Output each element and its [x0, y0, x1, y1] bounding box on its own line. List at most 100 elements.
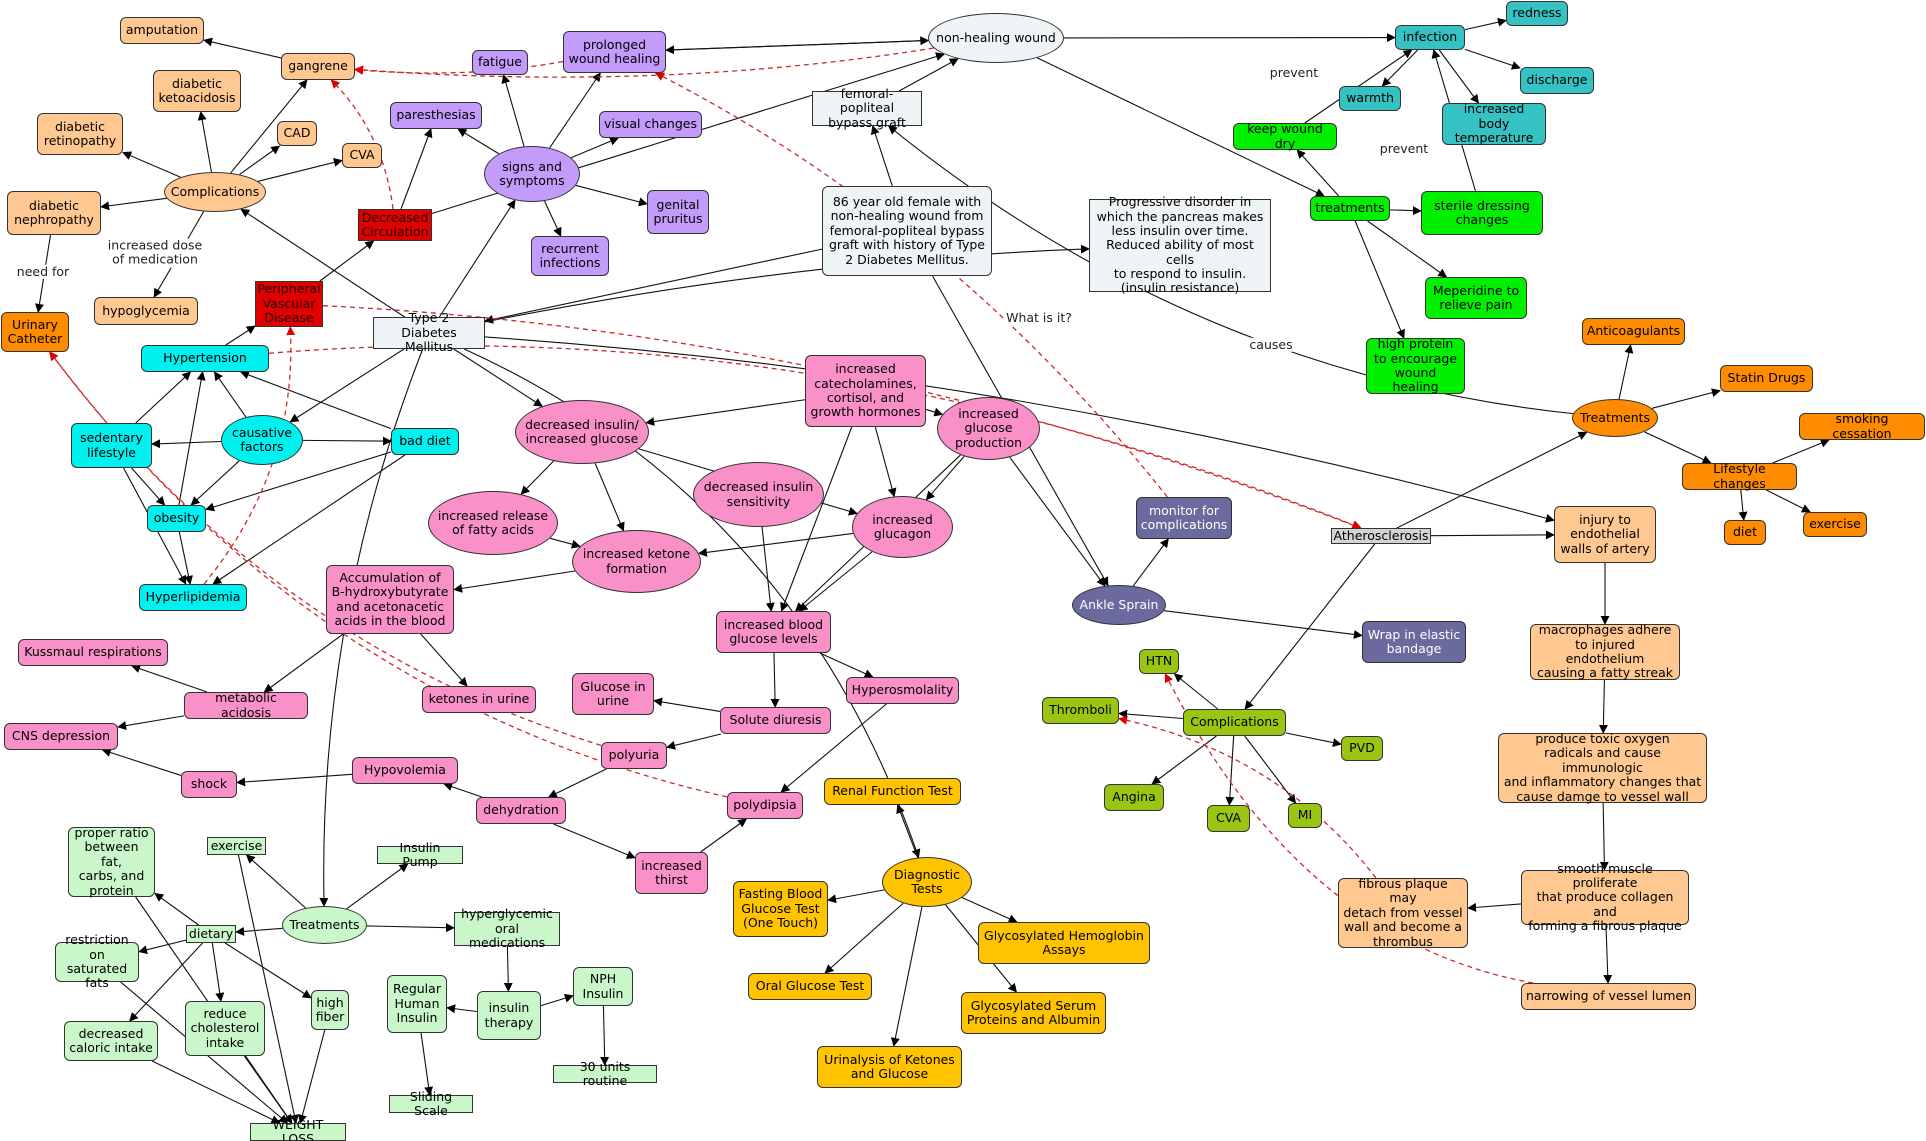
link-gangrene-to-amputation: [203, 37, 282, 59]
node-increased-thirst: increased thirst: [635, 852, 708, 894]
node-diagnostic-tests: Diagnostic Tests: [882, 857, 972, 907]
node-insulin-pump: Insulin Pump: [377, 840, 463, 869]
link-inc-catecholamines-to-dec-insulin-inc-glucose: [645, 399, 806, 427]
link-treatments-orange-to-anticoagulants: [1618, 344, 1634, 400]
link-complications-left-to-gangrene: [230, 79, 308, 174]
link-smooth-muscle-to-fibrous-plaque: [1467, 902, 1522, 912]
link-narrowing-to-htn: [1164, 673, 1534, 984]
link-treatments-mint-to-insulin-pump: [346, 863, 409, 910]
node-htn: HTN: [1139, 649, 1179, 674]
link-label-causes: causes: [1247, 336, 1295, 353]
node-glycosylated-hb: Glycosylated Hemoglobin Assays: [978, 922, 1150, 964]
node-treatments-orange: Treatments: [1572, 399, 1658, 437]
node-complications-olive: Complications: [1183, 709, 1286, 736]
link-diagnostic-tests-to-renal-test: [896, 804, 919, 858]
node-high-protein: high protein to encourage wound healing: [1366, 337, 1465, 394]
link-bad-diet-to-hypertension: [239, 370, 392, 430]
node-narrowing: narrowing of vessel lumen: [1521, 983, 1696, 1010]
link-infection-to-increased-body-temp: [1438, 49, 1479, 104]
link-signs-symptoms-to-genital-pruritus: [575, 184, 648, 207]
link-complications-left-to-diabetic-retino: [122, 151, 181, 178]
link-ankle-sprain-to-wrap-bandage: [1164, 610, 1363, 639]
link-non-healing-wound-to-prolonged-wound: [665, 39, 929, 55]
link-polyuria-to-dehydration: [547, 768, 607, 798]
node-sliding-scale: Sliding Scale: [389, 1089, 473, 1118]
node-insulin-therapy: insulin therapy: [477, 991, 541, 1040]
node-keep-wound-dry: keep wound dry: [1233, 121, 1337, 150]
link-accumulation-to-metabolic-acidosis: [263, 633, 344, 693]
link-infection-to-warmth: [1381, 49, 1419, 87]
node-decreased-caloric: decreased caloric intake: [64, 1021, 158, 1061]
node-dehydration: dehydration: [476, 797, 566, 824]
node-inc-glucose-production: increased glucose production: [937, 397, 1040, 460]
link-complications-left-to-cad: [239, 145, 281, 175]
node-polyuria: polyuria: [601, 742, 667, 769]
node-exercise-mint: exercise: [207, 837, 266, 855]
node-hypoglycemia: hypoglycemia: [94, 297, 198, 325]
link-macrophages-to-toxic-oxygen: [1598, 679, 1608, 734]
link-inc-ketone-to-accumulation: [453, 570, 576, 593]
node-warmth: warmth: [1339, 86, 1401, 111]
link-causative-factors-to-bad-diet: [302, 436, 392, 446]
node-mi: MI: [1288, 803, 1322, 828]
node-urinary-catheter: Urinary Catheter: [1, 312, 69, 352]
link-causative-factors-to-hypertension: [213, 371, 247, 418]
link-diagnostic-tests-to-urinalysis: [890, 906, 923, 1047]
link-complications-olive-to-htn: [1173, 673, 1219, 710]
link-treatments-green-to-meperidine: [1367, 220, 1448, 278]
node-smooth-muscle: smooth muscle proliferate that produce c…: [1521, 861, 1689, 933]
node-wrap-bandage: Wrap in elastic bandage: [1362, 621, 1466, 663]
node-metabolic-acidosis: metabolic acidosis: [184, 690, 308, 719]
link-treatments-orange-to-lifestyle-changes: [1644, 431, 1712, 464]
link-dietary-to-high-fiber: [224, 942, 312, 999]
link-fem-pop-graft-to-non-healing-wound: [898, 58, 959, 92]
link-label-prevent-2: prevent: [1377, 140, 1431, 157]
link-treatments-green-to-sterile-dressing: [1389, 206, 1422, 216]
node-high-fiber: high fiber: [311, 990, 349, 1030]
link-inc-blood-glucose-to-hyperosmolality: [819, 652, 874, 678]
node-genital-pruritus: genital pruritus: [647, 190, 709, 234]
node-diet-orange: diet: [1724, 520, 1766, 545]
node-diabetic-keto: diabetic ketoacidosis: [153, 70, 241, 112]
node-hypovolemia: Hypovolemia: [352, 757, 458, 784]
link-fibrous-plaque-to-thromboli: [1118, 715, 1377, 879]
node-shock: shock: [181, 771, 237, 798]
link-reduce-cholesterol-to-weight-loss: [243, 1055, 293, 1124]
link-treatments-mint-to-dietary: [235, 926, 283, 936]
link-treatments-mint-to-exercise-mint: [245, 854, 306, 909]
node-anticoagulants: Anticoagulants: [1582, 318, 1685, 345]
link-inc-glucagon-to-inc-blood-glucose: [798, 551, 873, 612]
node-hypertension: Hypertension: [141, 345, 269, 372]
node-kussmaul: Kussmaul respirations: [18, 639, 168, 666]
link-lifestyle-changes-to-smoking: [1772, 438, 1830, 464]
node-definition: Progressive disorder in which the pancre…: [1089, 195, 1271, 295]
node-cva-top: CVA: [342, 143, 382, 168]
node-smoking: smoking cessation: [1799, 411, 1925, 440]
node-bad-diet: bad diet: [391, 428, 459, 455]
link-inc-catecholamines-to-inc-blood-glucose: [780, 426, 853, 612]
link-inc-release-fatty-to-inc-ketone: [549, 537, 581, 549]
link-causative-factors-to-sedentary: [151, 439, 222, 449]
link-type2-to-definition: [484, 244, 1090, 323]
node-lifestyle-changes: Lifestyle changes: [1682, 461, 1797, 490]
node-atherosclerosis: Atherosclerosis: [1331, 528, 1431, 544]
link-complications-left-to-diabetic-nephro: [100, 197, 167, 211]
link-hyperosmolality-to-polydipsia: [780, 703, 887, 793]
node-causative-factors: causative factors: [221, 415, 303, 465]
node-recurrent-infections: recurrent infections: [531, 236, 609, 276]
node-renal-test: Renal Function Test: [824, 778, 961, 805]
node-ankle-sprain: Ankle Sprain: [1072, 585, 1166, 625]
link-obesity-to-hyperlipidemia: [178, 531, 193, 585]
node-accumulation: Accumulation of B-hydroxybutyrate and ac…: [326, 565, 454, 634]
link-dehydration-to-increased-thirst: [553, 823, 636, 859]
node-cad: CAD: [277, 121, 317, 146]
node-obesity: obesity: [147, 505, 206, 532]
link-case-description-to-fem-pop-graft: [870, 125, 893, 187]
link-hyperglycemic-meds-to-insulin-therapy: [503, 945, 513, 992]
node-diabetic-nephro: diabetic nephropathy: [7, 191, 101, 235]
link-metabolic-acidosis-to-cns-depression: [117, 715, 185, 731]
node-inc-release-fatty: increased release of fatty acids: [428, 491, 558, 555]
node-gangrene: gangrene: [281, 53, 355, 80]
node-fibrous-plaque: fibrous plaque may detach from vessel wa…: [1338, 876, 1468, 948]
node-nph-insulin: NPH Insulin: [573, 967, 633, 1006]
